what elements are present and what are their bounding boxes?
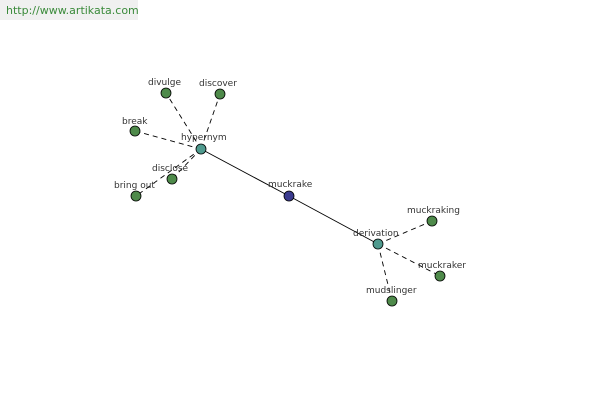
site-url-link[interactable]: http://www.artikata.com (0, 0, 139, 20)
edge-hypernym-break (134, 130, 202, 150)
leaf-node-mudslinger[interactable] (386, 295, 398, 307)
leaf-node-discover[interactable] (214, 88, 226, 100)
node-label-mudslinger[interactable]: mudslinger (366, 286, 417, 296)
leaf-node-muckraker[interactable] (434, 270, 446, 282)
edge-hypernym-disclose (171, 148, 202, 180)
edge-muckrake-derivation (288, 195, 379, 245)
leaf-node-muckraking[interactable] (426, 215, 438, 227)
node-label-muckraker[interactable]: muckraker (418, 261, 466, 271)
node-label-bring-out[interactable]: bring out (114, 181, 155, 191)
edge-derivation-muckraking (377, 220, 433, 245)
edge-hypernym-discover (200, 93, 221, 150)
node-label-break[interactable]: break (122, 117, 148, 127)
leaf-node-disclose[interactable] (166, 173, 178, 185)
graph-labels: divulge discover break disclose bring out hyp… (114, 78, 466, 296)
edge-muckrake-hypernym (200, 148, 290, 197)
node-label-disclose[interactable]: disclose (152, 164, 189, 174)
leaf-node-divulge[interactable] (160, 87, 172, 99)
edge-hypernym-bring-out (135, 148, 202, 197)
leaf-node-break[interactable] (129, 125, 141, 137)
graph-edges (134, 92, 441, 302)
edge-hypernym-divulge (165, 92, 202, 150)
node-label-discover[interactable]: discover (199, 79, 237, 89)
edge-derivation-muckraker (377, 243, 441, 277)
node-label-derivation[interactable]: derivation (353, 229, 399, 239)
relation-node-hypernym[interactable] (195, 143, 207, 155)
graph-nodes (129, 87, 446, 307)
node-label-divulge[interactable]: divulge (148, 78, 181, 88)
edge-derivation-mudslinger (377, 243, 393, 302)
leaf-node-bring-out[interactable] (130, 190, 142, 202)
root-node-muckrake[interactable] (283, 190, 295, 202)
node-label-muckraking[interactable]: muckraking (407, 206, 460, 216)
node-label-muckrake[interactable]: muckrake (268, 180, 313, 190)
relation-node-derivation[interactable] (372, 238, 384, 250)
node-label-hypernym[interactable]: hypernym (181, 133, 227, 143)
